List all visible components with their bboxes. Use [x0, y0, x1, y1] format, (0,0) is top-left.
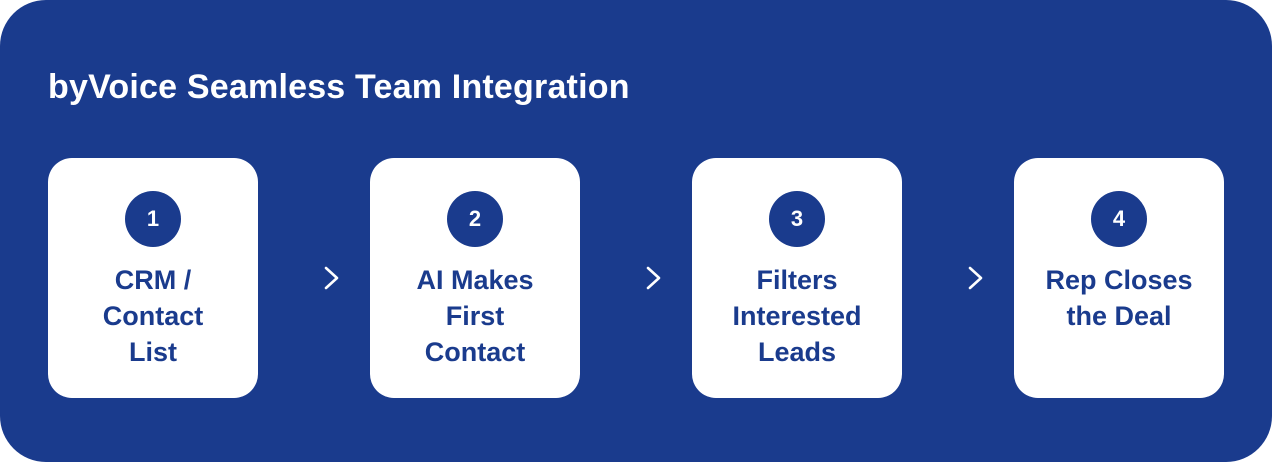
- step-label: Rep Closes the Deal: [1024, 262, 1214, 334]
- step-label-line: Contact: [424, 337, 526, 367]
- step-number-badge: 4: [1091, 191, 1147, 247]
- diagram-title: byVoice Seamless Team Integration: [48, 68, 630, 106]
- step-number-badge: 2: [447, 191, 503, 247]
- step-label-line: List: [128, 337, 177, 367]
- step-label-line: the Deal: [1066, 301, 1172, 331]
- step-label-line: Contact: [102, 301, 204, 331]
- step-label-line: Interested: [732, 301, 862, 331]
- step-label-line: Rep Closes: [1045, 265, 1193, 295]
- arrow-right-icon: [932, 266, 983, 290]
- step-number-badge: 3: [769, 191, 825, 247]
- step-label-line: First: [445, 301, 505, 331]
- step-label-line: Filters: [756, 265, 838, 295]
- step-label-line: CRM /: [114, 265, 192, 295]
- arrow-right-icon: [610, 266, 661, 290]
- step-label-line: AI Makes: [416, 265, 534, 295]
- step-card-1: 1 CRM / Contact List: [48, 158, 258, 398]
- step-card-4: 4 Rep Closes the Deal: [1014, 158, 1224, 398]
- step-label: Filters Interested Leads: [702, 262, 892, 370]
- step-label: AI Makes First Contact: [380, 262, 570, 370]
- process-flow: 1 CRM / Contact List 2 AI Makes: [48, 158, 1224, 398]
- step-label-line: Leads: [757, 337, 837, 367]
- step-card-3: 3 Filters Interested Leads: [692, 158, 902, 398]
- step-number-badge: 1: [125, 191, 181, 247]
- step-card-2: 2 AI Makes First Contact: [370, 158, 580, 398]
- arrow-right-icon: [288, 266, 339, 290]
- step-label: CRM / Contact List: [58, 262, 248, 370]
